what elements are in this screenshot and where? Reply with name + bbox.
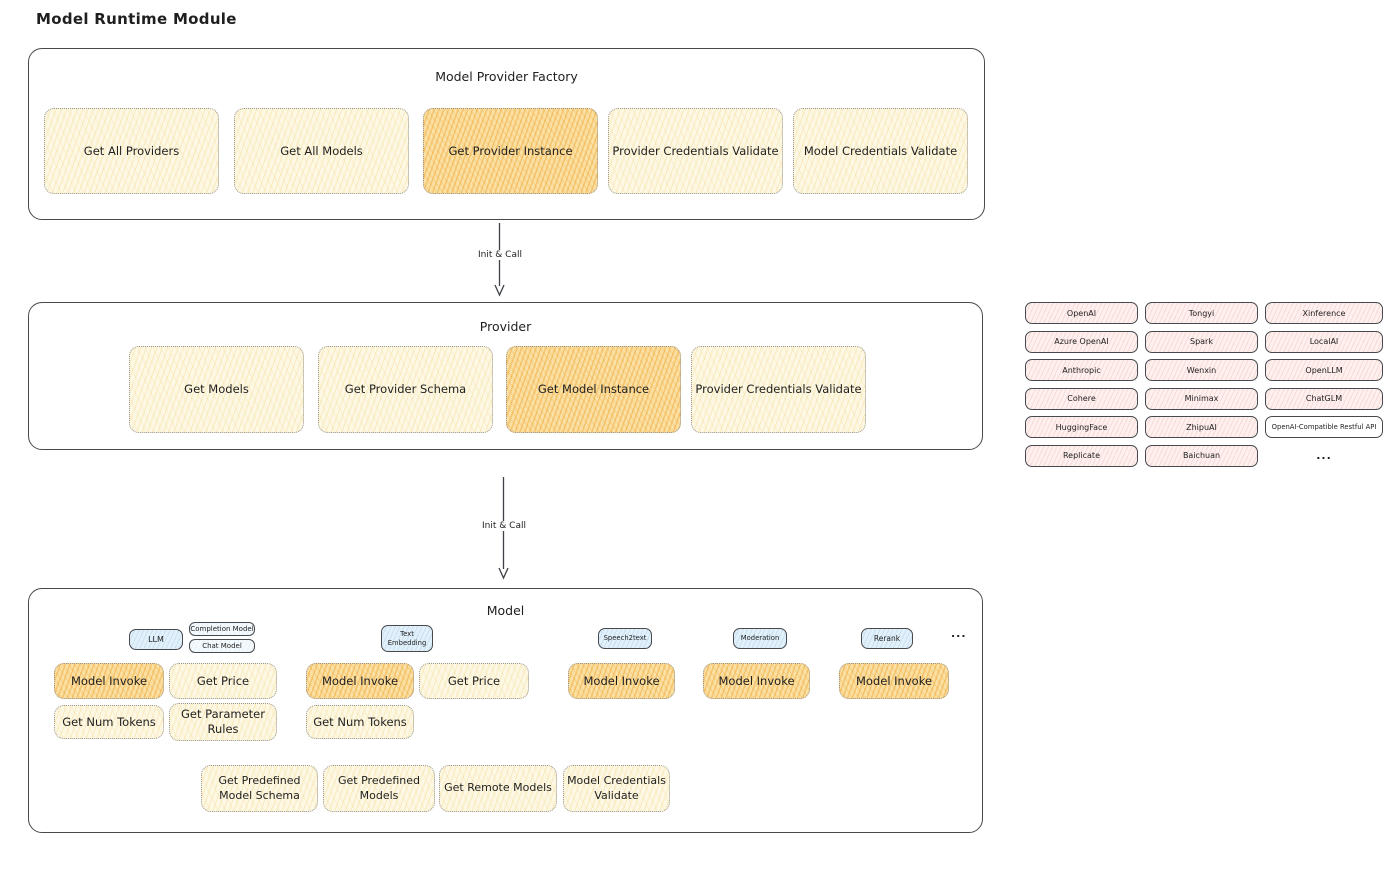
model-type-tag-moderation: Moderation bbox=[733, 628, 787, 649]
node-get-all-providers: Get All Providers bbox=[44, 108, 219, 194]
node-label: Model Invoke bbox=[583, 673, 660, 688]
provider-chip-openai: OpenAI bbox=[1025, 302, 1138, 324]
node-model-credentials-validate-2: Model Credentials Validate bbox=[563, 765, 670, 812]
node-label: Get Price bbox=[196, 673, 250, 688]
node-provider-credentials-validate-2: Provider Credentials Validate bbox=[691, 346, 866, 433]
provider-chip-minimax: Minimax bbox=[1145, 387, 1258, 410]
provider-chip-openllm: OpenLLM bbox=[1265, 359, 1383, 381]
node-embedding-get-price: Get Price bbox=[419, 663, 529, 699]
node-label: Get Model Instance bbox=[537, 382, 650, 397]
node-label: Get Price bbox=[447, 673, 501, 688]
page-title: Model Runtime Module bbox=[36, 10, 237, 28]
node-label: Model Credentials Validate bbox=[567, 774, 666, 802]
node-get-provider-instance: Get Provider Instance bbox=[423, 108, 598, 194]
node-label: Model Invoke bbox=[855, 673, 933, 688]
node-get-all-models: Get All Models bbox=[234, 108, 409, 194]
model-section: Model LLM Completion Model Chat Model Te… bbox=[28, 588, 998, 848]
arrow-label-init-call: Init & Call bbox=[474, 250, 526, 260]
model-type-tag-chat-model: Chat Model bbox=[189, 639, 255, 653]
node-label: Model Invoke bbox=[718, 673, 795, 688]
node-llm-get-parameter-rules: Get Parameter Rules bbox=[169, 703, 277, 741]
node-get-remote-models: Get Remote Models bbox=[439, 765, 557, 812]
provider-chip-wenxin: Wenxin bbox=[1145, 359, 1258, 381]
provider-chip-replicate: Replicate bbox=[1025, 444, 1138, 467]
node-label: Get Provider Instance bbox=[448, 143, 573, 158]
model-type-tag-speech2text: Speech2text bbox=[598, 628, 652, 649]
provider-chip-grid: OpenAI Tongyi Xinference Azure OpenAI Sp… bbox=[1025, 302, 1383, 467]
model-type-tag-rerank: Rerank bbox=[861, 628, 913, 649]
arrow-down-icon bbox=[494, 223, 505, 297]
node-get-predefined-model-schema: Get Predefined Model Schema bbox=[201, 765, 318, 812]
node-label: Get Provider Schema bbox=[344, 382, 467, 397]
model-type-tag-completion-model: Completion Model bbox=[189, 622, 255, 636]
node-label: Provider Credentials Validate bbox=[612, 143, 779, 158]
model-type-ellipsis: ... bbox=[951, 627, 967, 640]
node-get-predefined-models: Get Predefined Models bbox=[323, 765, 435, 812]
node-embedding-get-num-tokens: Get Num Tokens bbox=[306, 705, 414, 739]
node-get-models: Get Models bbox=[129, 346, 304, 433]
factory-section: Model Provider Factory Get All Providers… bbox=[28, 48, 985, 220]
node-label: Get Models bbox=[184, 382, 249, 397]
node-label: Get Num Tokens bbox=[313, 714, 407, 729]
arrow-factory-to-provider bbox=[493, 223, 506, 297]
provider-chip-cohere: Cohere bbox=[1025, 387, 1138, 410]
node-label: Get Remote Models bbox=[444, 781, 552, 795]
node-provider-credentials-validate: Provider Credentials Validate bbox=[608, 108, 783, 194]
provider-chip-tongyi: Tongyi bbox=[1145, 302, 1258, 324]
provider-chip-spark: Spark bbox=[1145, 330, 1258, 353]
node-model-credentials-validate: Model Credentials Validate bbox=[793, 108, 968, 194]
node-llm-model-invoke: Model Invoke bbox=[54, 663, 164, 699]
provider-chip-azure-openai: Azure OpenAI bbox=[1025, 330, 1138, 353]
node-label: Get Num Tokens bbox=[62, 714, 156, 729]
provider-chip-baichuan: Baichuan bbox=[1145, 444, 1258, 467]
provider-chip-anthropic: Anthropic bbox=[1025, 359, 1138, 381]
model-type-tag-llm: LLM bbox=[129, 629, 183, 650]
node-label: Get Parameter Rules bbox=[181, 707, 265, 736]
node-get-provider-schema: Get Provider Schema bbox=[318, 346, 493, 433]
node-llm-get-price: Get Price bbox=[169, 663, 277, 699]
provider-chip-zhipuai: ZhipuAI bbox=[1145, 416, 1258, 438]
node-label: Get All Providers bbox=[83, 143, 180, 158]
node-label: Model Credentials Validate bbox=[803, 143, 958, 158]
provider-section: Provider Get Models Get Provider Schema … bbox=[28, 302, 998, 465]
node-get-model-instance: Get Model Instance bbox=[506, 346, 681, 433]
provider-chip-xinference: Xinference bbox=[1265, 302, 1383, 324]
node-label: Provider Credentials Validate bbox=[695, 382, 862, 397]
node-label: Get Predefined Models bbox=[338, 774, 420, 802]
node-label: Get All Models bbox=[280, 143, 363, 158]
model-title: Model bbox=[486, 603, 525, 618]
node-moderation-model-invoke: Model Invoke bbox=[703, 663, 810, 699]
node-rerank-model-invoke: Model Invoke bbox=[839, 663, 949, 699]
factory-title: Model Provider Factory bbox=[435, 69, 578, 84]
provider-chip-chatglm: ChatGLM bbox=[1265, 387, 1383, 410]
node-label: Get Predefined Model Schema bbox=[218, 774, 301, 802]
provider-chip-huggingface: HuggingFace bbox=[1025, 416, 1138, 438]
arrow-label-init-call-2: Init & Call bbox=[478, 521, 530, 531]
node-llm-get-num-tokens: Get Num Tokens bbox=[54, 705, 164, 739]
provider-chip-ellipsis: ... bbox=[1316, 449, 1332, 462]
node-embedding-model-invoke: Model Invoke bbox=[306, 663, 414, 699]
model-type-tag-text-embedding: Text Embedding bbox=[381, 625, 433, 652]
node-label: Model Invoke bbox=[70, 673, 148, 688]
node-label: Model Invoke bbox=[321, 673, 399, 688]
provider-chip-localai: LocalAI bbox=[1265, 330, 1383, 353]
provider-title: Provider bbox=[479, 319, 532, 334]
provider-chip-openai-compatible: OpenAI-Compatible Restful API bbox=[1265, 416, 1383, 438]
node-speech2text-model-invoke: Model Invoke bbox=[568, 663, 675, 699]
